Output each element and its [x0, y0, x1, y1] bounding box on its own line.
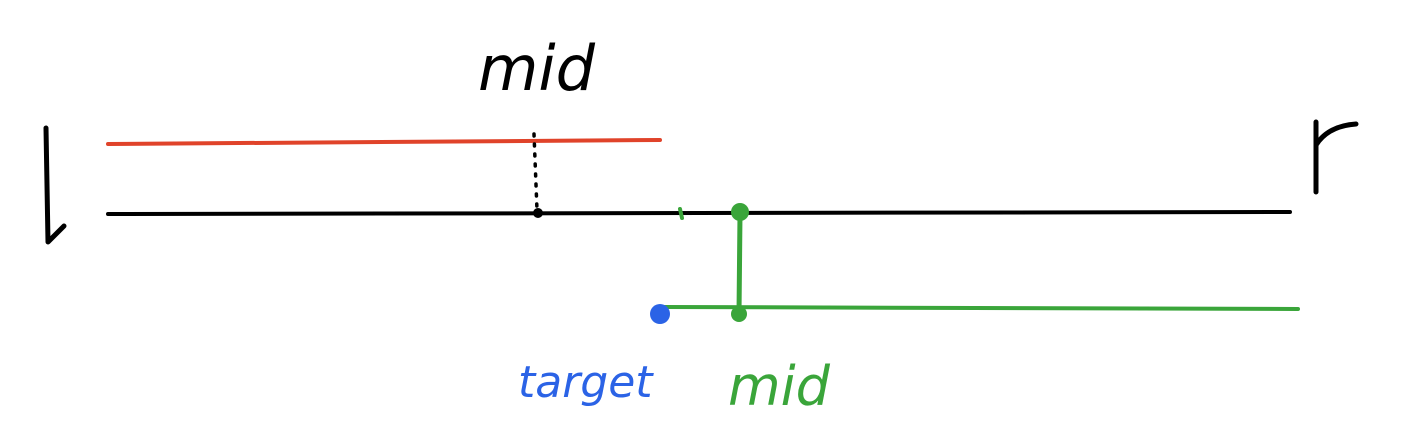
green-tick — [678, 207, 684, 220]
top-mid-point — [533, 208, 543, 218]
right-bound-mark — [1313, 119, 1359, 195]
main-number-line — [106, 210, 1292, 216]
target-point — [650, 304, 670, 324]
mid-dotted-projection — [532, 132, 539, 212]
mid-top-label: mid — [478, 32, 596, 105]
green-lower-mid-point — [731, 306, 747, 322]
left-bound-mark — [43, 125, 67, 245]
target-label: target — [518, 357, 654, 408]
red-interval-line — [106, 138, 662, 146]
mid-bottom-label: mid — [728, 355, 831, 418]
green-interval-line — [662, 305, 1300, 311]
green-vertical-connector — [736, 211, 743, 317]
